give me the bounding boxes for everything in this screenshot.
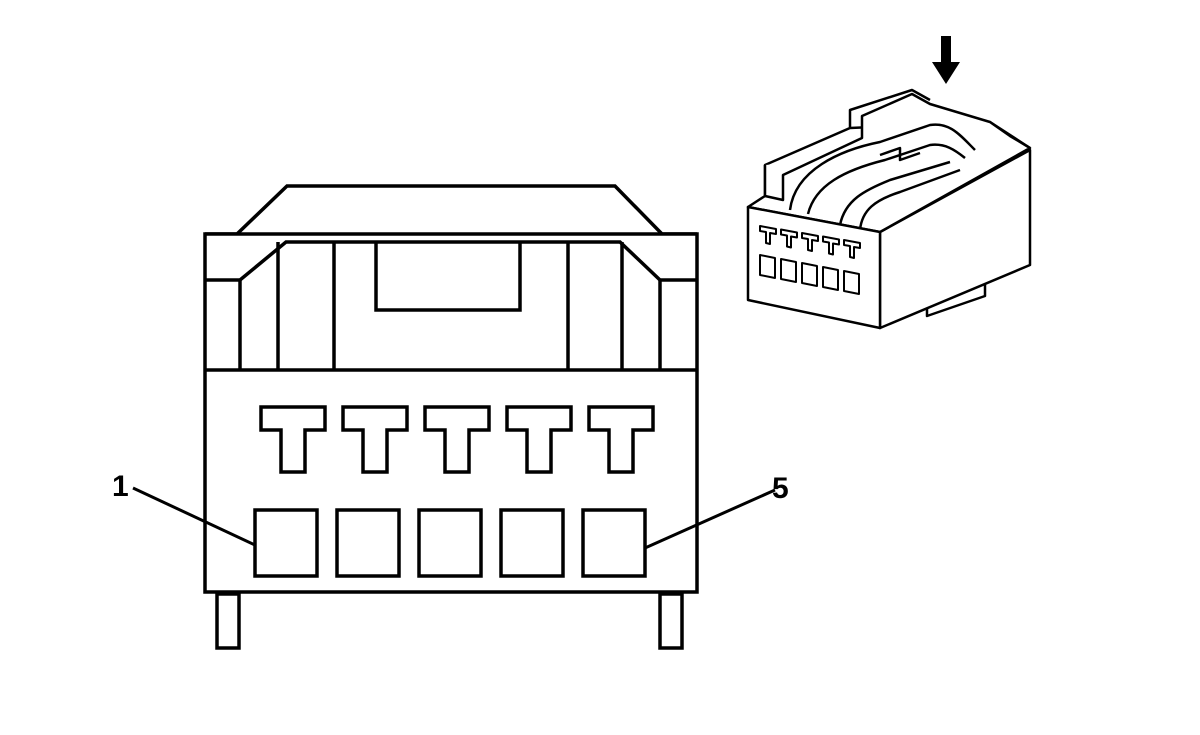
pin-cavity	[417, 508, 483, 578]
iso-pin-cavity	[780, 258, 797, 283]
iso-pin-cavity	[759, 254, 776, 279]
down-arrow-icon	[932, 36, 960, 84]
latch-window	[374, 242, 522, 312]
connector-isometric-view	[746, 88, 1032, 330]
terminal-lock	[259, 405, 327, 474]
terminal-lock	[423, 405, 491, 474]
connector-front-view	[203, 184, 699, 650]
iso-latch-block	[763, 92, 1031, 202]
iso-pin-cavity	[843, 270, 860, 295]
terminal-lock	[587, 405, 655, 474]
pin-label-last: 5	[772, 472, 789, 505]
terminal-lock-row	[259, 405, 655, 474]
pin-cavity	[581, 508, 647, 578]
iso-latch-groove	[838, 160, 951, 226]
connector-leg-left	[215, 592, 241, 650]
iso-pin-cavity-row	[759, 254, 860, 295]
iso-terminal-lock-row	[759, 225, 861, 259]
latch-frame	[205, 240, 697, 282]
iso-terminal-lock	[822, 235, 840, 256]
leader-line-pin-first	[132, 486, 256, 547]
iso-latch-slot	[879, 146, 921, 162]
iso-latch-top	[848, 88, 931, 128]
terminal-lock	[505, 405, 573, 474]
pin-cavity	[499, 508, 565, 578]
connector-leg-right	[658, 592, 684, 650]
iso-terminal-lock	[780, 228, 798, 249]
iso-latch-groove	[858, 168, 961, 231]
pin-cavity	[335, 508, 401, 578]
iso-latch-arm-inner	[806, 143, 966, 215]
iso-latch-arm	[788, 123, 976, 211]
iso-pin-cavity	[801, 262, 818, 287]
leader-line-pin-last	[644, 488, 776, 550]
pin-label-first: 1	[112, 470, 129, 503]
connector-top-cap	[205, 184, 697, 236]
terminal-lock	[341, 405, 409, 474]
pin-callouts	[132, 486, 776, 550]
iso-terminal-lock	[801, 232, 819, 252]
pin-cavity	[253, 508, 319, 578]
iso-terminal-lock	[843, 239, 861, 259]
iso-terminal-lock	[759, 225, 777, 245]
iso-pin-cavity	[822, 266, 839, 291]
pin-cavity-row	[253, 508, 647, 578]
